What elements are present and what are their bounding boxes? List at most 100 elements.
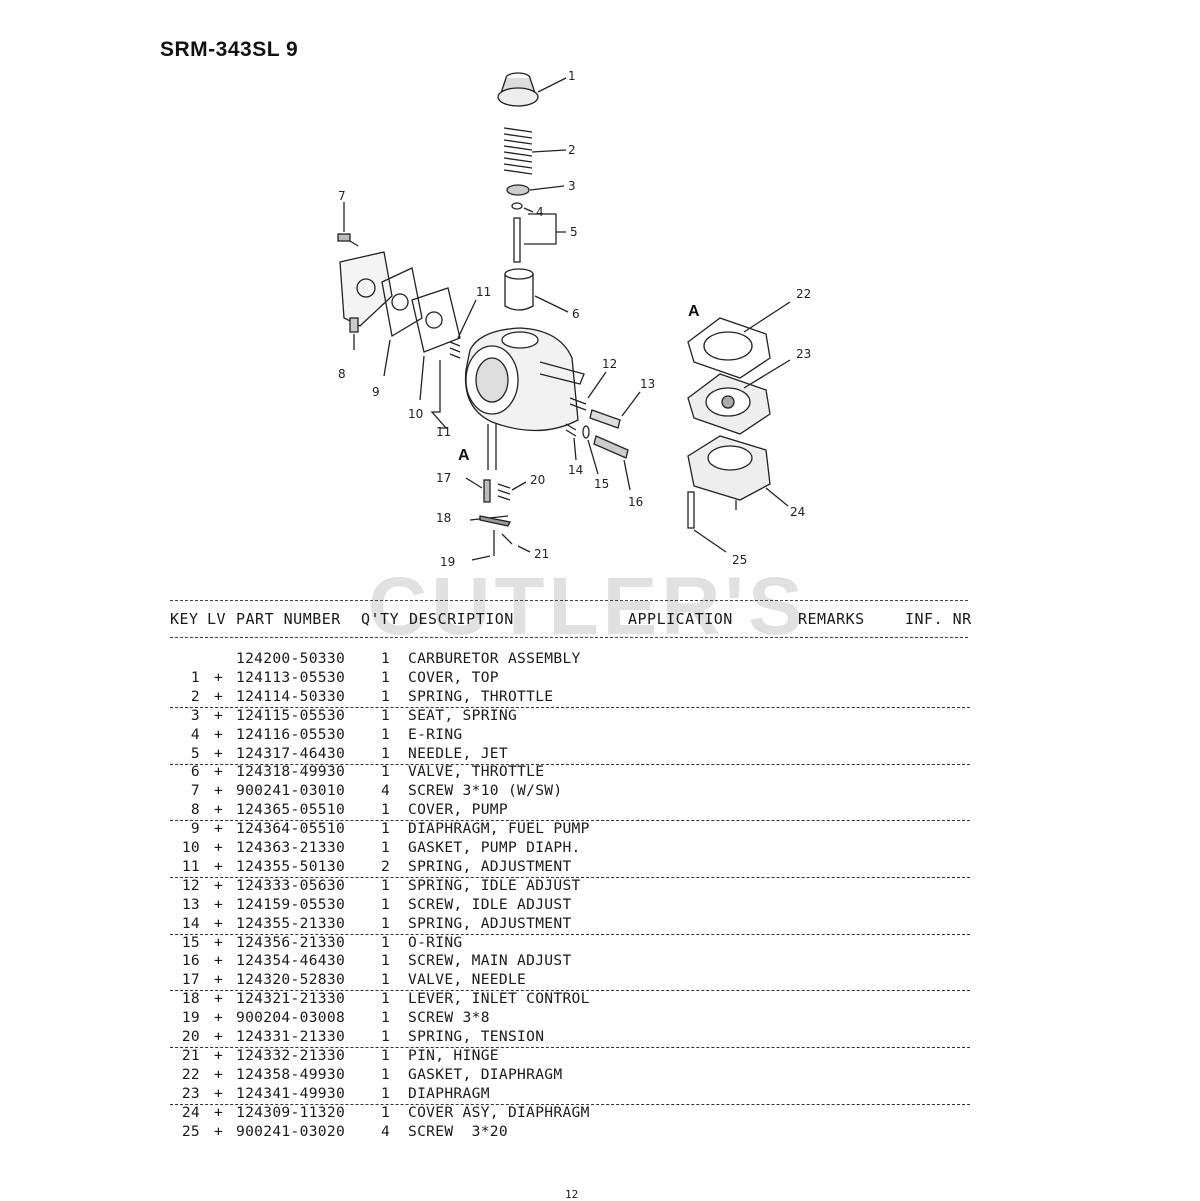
header-lv: LV <box>207 610 227 628</box>
row-part-number: 124200-50330 <box>236 650 346 667</box>
part-main-adjust <box>565 423 631 491</box>
row-description: SPRING, IDLE ADJUST <box>408 876 581 894</box>
row-part-number: 124320-52830 <box>236 971 346 989</box>
row-key: 23 <box>181 1084 200 1102</box>
part-screw-25 <box>687 491 727 553</box>
row-level: + <box>214 782 224 800</box>
row-level: + <box>214 1046 224 1064</box>
reference-label-a-2: A <box>688 303 700 320</box>
row-description: LEVER, INLET CONTROL <box>408 990 590 1008</box>
row-part-number: 900204-03008 <box>236 1009 346 1027</box>
row-part-number: 124318-49930 <box>236 763 346 781</box>
row-key: 17 <box>181 971 200 989</box>
row-description: GASKET, PUMP DIAPH. <box>408 839 581 856</box>
row-description: PIN, HINGE <box>408 1046 499 1064</box>
part-idle-adjust <box>569 371 641 429</box>
callout-25: 25 <box>732 553 747 567</box>
part-pump-cover <box>339 251 393 350</box>
part-adjustment-springs <box>430 299 477 429</box>
row-description: SPRING, TENSION <box>408 1028 545 1045</box>
row-part-number: 124355-50130 <box>236 857 346 875</box>
row-level: + <box>214 839 224 856</box>
table-header-divider <box>170 637 968 638</box>
row-description: SCREW 3*10 (W/SW) <box>408 782 563 800</box>
row-part-number: 124332-21330 <box>236 1046 346 1064</box>
callout-3: 3 <box>568 179 576 193</box>
row-description: SCREW, MAIN ADJUST <box>408 952 572 970</box>
row-key: 24 <box>181 1103 200 1121</box>
row-quantity: 4 <box>381 782 391 800</box>
row-description: COVER, TOP <box>408 668 499 686</box>
row-key: 10 <box>181 839 200 856</box>
callout-13: 13 <box>640 377 655 391</box>
header-qty: Q'TY <box>361 610 400 628</box>
row-quantity: 1 <box>381 952 391 970</box>
row-key: 13 <box>181 895 200 913</box>
exploded-parts-diagram: 1 2 3 4 5 6 7 8 9 10 11 11 12 13 14 15 1… <box>337 69 811 569</box>
row-quantity: 1 <box>381 895 391 913</box>
row-key: 14 <box>181 914 200 932</box>
row-key: 6 <box>190 763 200 781</box>
row-level: + <box>214 725 224 743</box>
row-quantity: 1 <box>381 933 391 951</box>
row-quantity: 1 <box>381 839 391 856</box>
row-quantity: 1 <box>381 1103 391 1121</box>
part-pump-gasket <box>411 287 461 401</box>
watermark: CUTLER'S <box>368 561 807 652</box>
row-part-number: 900241-03010 <box>236 782 346 800</box>
row-description: SPRING, ADJUSTMENT <box>408 857 572 875</box>
row-description: COVER ASY, DIAPHRAGM <box>408 1103 590 1121</box>
row-level: + <box>214 801 224 819</box>
callout-6: 6 <box>572 307 580 321</box>
reference-label-a: A <box>458 447 470 464</box>
row-key: 12 <box>181 876 200 894</box>
header-remarks: REMARKS <box>798 610 865 628</box>
row-level: + <box>214 1103 224 1121</box>
row-level: + <box>214 668 224 686</box>
row-part-number: 124341-49930 <box>236 1084 346 1102</box>
row-quantity: 1 <box>381 650 391 667</box>
row-description: VALVE, THROTTLE <box>408 763 545 781</box>
row-key: 15 <box>181 933 200 951</box>
row-description: SCREW, IDLE ADJUST <box>408 895 572 913</box>
row-part-number: 124321-21330 <box>236 990 346 1008</box>
row-part-number: 900241-03020 <box>236 1122 346 1140</box>
row-key: 8 <box>190 801 200 819</box>
row-level: + <box>214 1084 224 1102</box>
part-fuel-pump-diaphragm <box>381 267 423 377</box>
part-carburetor-body <box>464 327 585 470</box>
row-part-number: 124114-50330 <box>236 687 346 705</box>
row-description: E-RING <box>408 725 463 743</box>
row-key: 11 <box>181 857 200 875</box>
row-key: 16 <box>181 952 200 970</box>
table-row: 7 +900241-03010 4 SCREW 3*10 (W/SW) <box>170 782 970 801</box>
row-part-number: 124356-21330 <box>236 933 346 951</box>
header-inf-nr: INF. NR <box>905 610 972 628</box>
callout-2: 2 <box>568 143 576 157</box>
table-top-divider <box>170 600 968 601</box>
row-quantity: 1 <box>381 1028 391 1045</box>
row-part-number: 124364-05510 <box>236 820 346 838</box>
callout-15: 15 <box>594 477 609 491</box>
page-title: SRM-343SL 9 <box>160 38 299 61</box>
row-level: + <box>214 933 224 951</box>
row-key: 7 <box>190 782 200 800</box>
row-quantity: 1 <box>381 1046 391 1064</box>
row-quantity: 1 <box>381 725 391 743</box>
row-level: + <box>214 1028 224 1045</box>
callout-10: 10 <box>408 407 423 421</box>
